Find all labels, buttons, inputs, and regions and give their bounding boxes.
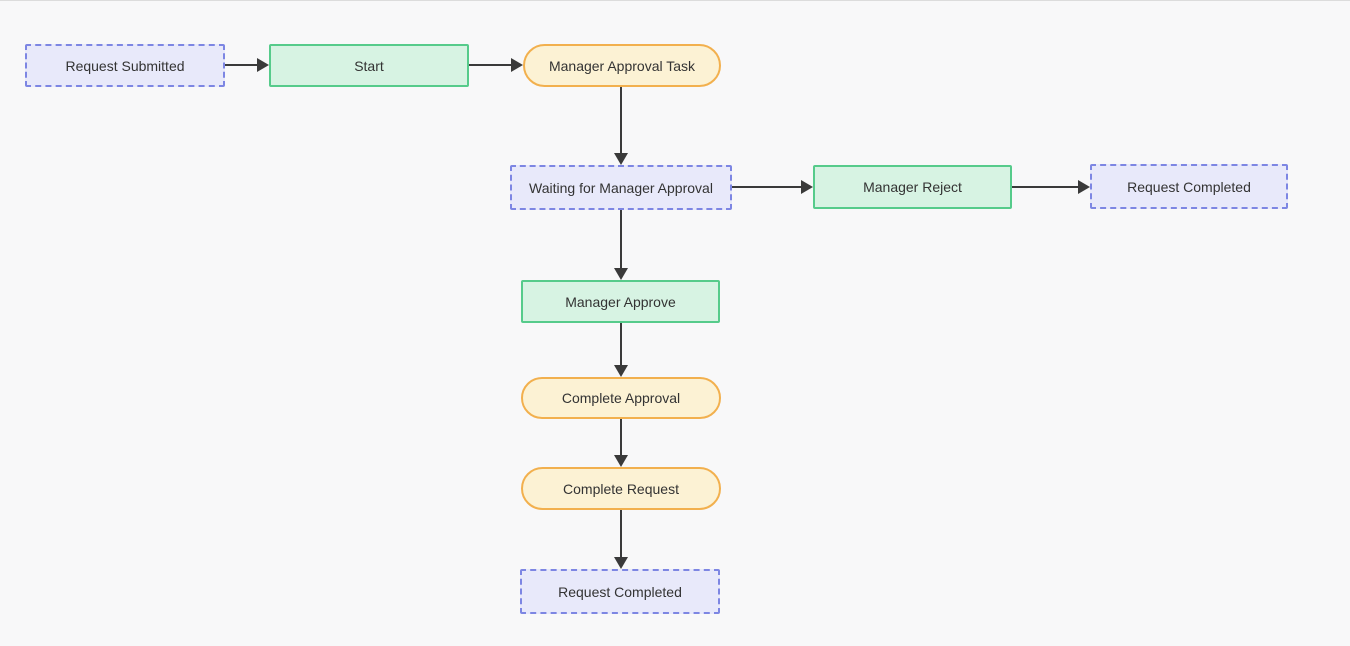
node-manager-approve[interactable]: Manager Approve bbox=[521, 280, 720, 323]
node-complete-request[interactable]: Complete Request bbox=[521, 467, 721, 510]
node-complete-approval[interactable]: Complete Approval bbox=[521, 377, 721, 419]
node-request-completed-bottom[interactable]: Request Completed bbox=[520, 569, 720, 614]
node-manager-reject[interactable]: Manager Reject bbox=[813, 165, 1012, 209]
node-request-submitted[interactable]: Request Submitted bbox=[25, 44, 225, 87]
node-request-completed-right[interactable]: Request Completed bbox=[1090, 164, 1288, 209]
node-waiting-for-manager-approval[interactable]: Waiting for Manager Approval bbox=[510, 165, 732, 210]
node-start[interactable]: Start bbox=[269, 44, 469, 87]
edge-line bbox=[732, 186, 803, 188]
edge-line bbox=[620, 323, 622, 366]
arrowhead-down-icon bbox=[614, 268, 628, 280]
edge-line bbox=[620, 510, 622, 558]
arrowhead-down-icon bbox=[614, 557, 628, 569]
arrowhead-down-icon bbox=[614, 455, 628, 467]
edge-line bbox=[469, 64, 513, 66]
edge-line bbox=[620, 419, 622, 456]
arrowhead-right-icon bbox=[257, 58, 269, 72]
arrowhead-right-icon bbox=[1078, 180, 1090, 194]
arrowhead-right-icon bbox=[801, 180, 813, 194]
edge-line bbox=[620, 87, 622, 154]
arrowhead-down-icon bbox=[614, 153, 628, 165]
edge-line bbox=[620, 210, 622, 269]
arrowhead-down-icon bbox=[614, 365, 628, 377]
arrowhead-right-icon bbox=[511, 58, 523, 72]
edge-line bbox=[225, 64, 259, 66]
node-manager-approval-task[interactable]: Manager Approval Task bbox=[523, 44, 721, 87]
edge-line bbox=[1012, 186, 1079, 188]
